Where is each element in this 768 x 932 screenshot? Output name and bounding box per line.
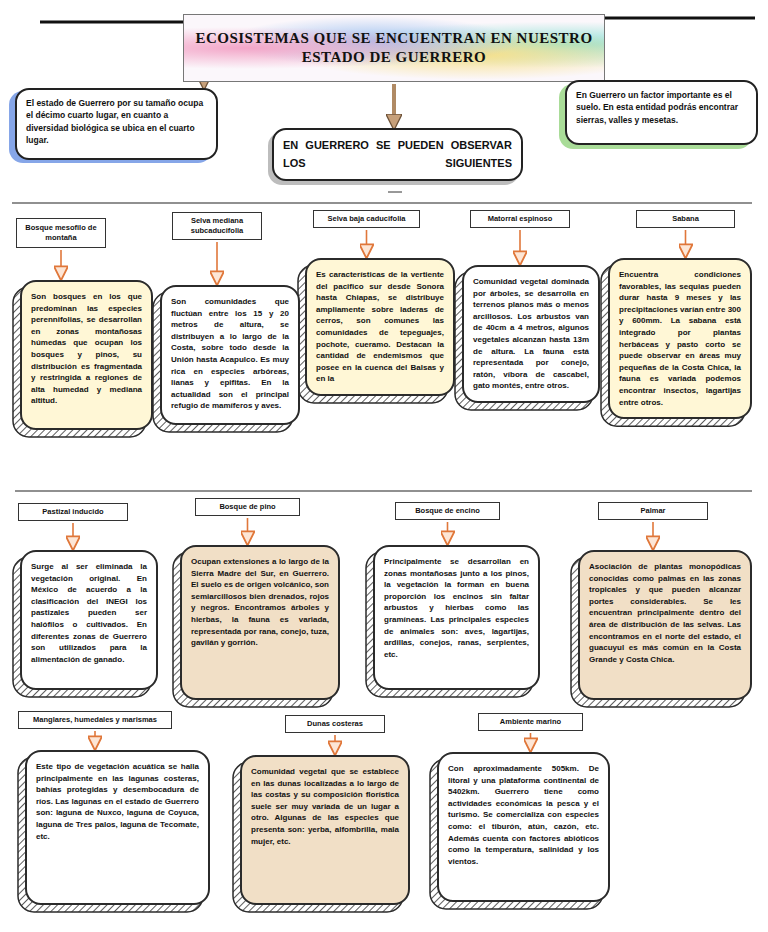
connector-arrow: [685, 230, 687, 257]
ecosystem-name: Matorral espinoso: [488, 214, 553, 224]
body-text: Este tipo de vegetación acuática se hall…: [36, 761, 199, 842]
description-box: Surge al ser eliminada la vegetación ori…: [20, 550, 158, 690]
title-banner: ECOSISTEMAS QUE SE ENCUENTRAN EN NUESTRO…: [183, 14, 605, 82]
intro-box: EN GUERRERO SE PUEDEN OBSERVAR LOS SIGUI…: [272, 128, 523, 181]
ecosystem-label: Ambiente marino: [478, 713, 583, 731]
body-text: Ocupan extensiones a lo largo de la Sier…: [191, 556, 329, 649]
connector-arrow: [202, 84, 206, 87]
body-text: En Guerrero un factor importante es el s…: [576, 89, 747, 126]
ecosystem-label: Bosque mesofilo de montaña: [16, 218, 106, 248]
ecosystem-label: Bosque de encino: [395, 502, 500, 520]
connector-arrow: [519, 230, 521, 264]
ecosystem-label: Bosque de pino: [195, 498, 300, 516]
description-box: Encuentra condiciones favorables, las se…: [608, 258, 752, 419]
ecosystem-name: Sabana: [672, 214, 699, 224]
description-box: Ocupan extensiones a lo largo de la Sier…: [180, 545, 340, 700]
connector-arrow: [334, 735, 336, 754]
ecosystem-label: Palmar: [598, 502, 708, 520]
ecosystem-label: Pastizal inducido: [18, 503, 128, 521]
body-text: Principalmente se desarrollan en zonas m…: [384, 556, 529, 660]
ecosystem-label: Selva baja caducifolia: [313, 210, 420, 228]
connector-arrow: [94, 731, 96, 749]
divider-line: [15, 490, 752, 491]
dash-mark: [388, 192, 402, 193]
ecosystem-name: Selva mediana subcaducifolia: [177, 216, 257, 236]
body-text: Surge al ser eliminada la vegetación ori…: [31, 561, 147, 665]
body-text: EN GUERRERO SE PUEDEN OBSERVAR LOS SIGUI…: [283, 137, 512, 172]
ecosystem-name: Dunas costeras: [307, 719, 363, 729]
description-box: Es características de la vertiente del p…: [305, 258, 455, 396]
description-box: Asociación de plantas monopódicas conoci…: [578, 550, 752, 700]
connector-arrow: [366, 230, 368, 257]
body-text: Comunidad vegetal dominada por árboles, …: [473, 276, 589, 392]
title-text: ECOSISTEMAS QUE SE ENCUENTRAN EN NUESTRO…: [184, 23, 604, 74]
body-text: Es características de la vertiente del p…: [316, 269, 444, 385]
ecosystem-label: Selva mediana subcaducifolia: [172, 212, 262, 240]
ecosystem-name: Bosque mesofilo de montaña: [21, 223, 101, 243]
description-box: Son comunidades que fluctúan entre los 1…: [160, 285, 300, 425]
connector-arrow: [392, 84, 396, 127]
description-box: Comunidad vegetal dominada por árboles, …: [462, 265, 600, 403]
ecosystem-name: Manglares, humedales y marismas: [33, 715, 157, 725]
body-text: Con aproximadamente 505km. De litoral y …: [448, 763, 599, 867]
info-box: El estado de Guerrero por su tamaño ocup…: [15, 88, 218, 160]
body-text: El estado de Guerrero por su tamaño ocup…: [26, 97, 207, 146]
description-box: Con aproximadamente 505km. De litoral y …: [437, 752, 610, 902]
connector-arrow: [447, 522, 449, 544]
body-text: Asociación de plantas monopódicas conoci…: [589, 561, 741, 665]
connector-arrow: [247, 518, 249, 544]
ecosystem-name: Pastizal inducido: [42, 507, 103, 517]
ecosystem-label: Manglares, humedales y marismas: [18, 711, 172, 729]
connector-arrow: [216, 242, 218, 284]
top-rule: [40, 21, 183, 24]
info-box: En Guerrero un factor importante es el s…: [565, 80, 758, 145]
ecosystem-name: Bosque de encino: [415, 506, 480, 516]
body-text: Son comunidades que fluctúan entre los 1…: [171, 296, 289, 412]
ecosystem-label: Sabana: [636, 210, 735, 228]
ecosystem-label: Dunas costeras: [285, 715, 385, 733]
description-box: Comunidad vegetal que se establece en la…: [240, 755, 410, 905]
description-box: Son bosques en los que predominan las es…: [20, 280, 153, 430]
ecosystem-name: Ambiente marino: [500, 717, 561, 727]
body-text: Encuentra condiciones favorables, las se…: [619, 269, 741, 408]
connector-arrow: [60, 250, 62, 279]
ecosystem-name: Bosque de pino: [219, 502, 275, 512]
ecosystem-name: Selva baja caducifolia: [328, 214, 406, 224]
connector-arrow: [530, 733, 532, 751]
divider-line: [12, 202, 752, 203]
description-box: Este tipo de vegetación acuática se hall…: [25, 750, 210, 905]
ecosystem-label: Matorral espinoso: [470, 210, 570, 228]
connector-arrow: [72, 523, 74, 549]
body-text: Son bosques en los que predominan las es…: [31, 291, 142, 407]
body-text: Comunidad vegetal que se establece en la…: [251, 766, 399, 847]
top-rule: [605, 17, 755, 20]
description-box: Principalmente se desarrollan en zonas m…: [373, 545, 540, 690]
connector-arrow: [652, 522, 654, 549]
ecosystem-name: Palmar: [640, 506, 665, 516]
